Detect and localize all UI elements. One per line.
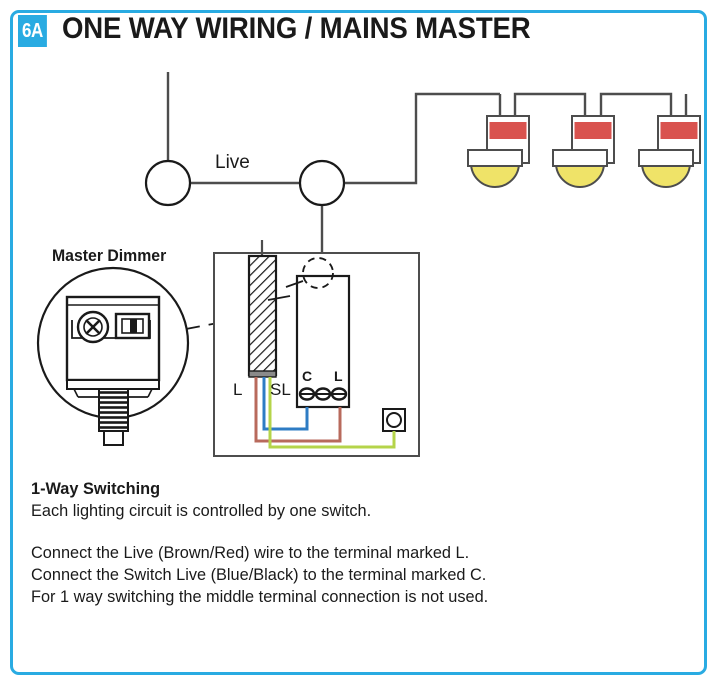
mains-circuit-wiring xyxy=(166,72,500,258)
lamp-feed-run xyxy=(345,92,500,185)
live-label: Live xyxy=(215,152,250,173)
notes-line-3: For 1 way switching the middle terminal … xyxy=(31,587,489,606)
junction-node-left xyxy=(144,159,192,207)
dimmer-knob-indicator xyxy=(302,257,334,289)
master-dimmer-inset xyxy=(36,266,190,446)
lamp-fixture xyxy=(638,115,701,188)
master-dimmer-label: Master Dimmer xyxy=(52,246,167,265)
notes-line-1: Connect the Live (Brown/Red) wire to the… xyxy=(31,543,470,562)
lamp-bus xyxy=(498,92,688,116)
lamp-fixture xyxy=(467,115,530,188)
notes-block: 1-Way Switching Each lighting circuit is… xyxy=(31,478,569,608)
notes-heading: 1-Way Switching xyxy=(31,479,161,498)
earth-wire-green-yellow xyxy=(268,377,396,449)
lamp-fixture xyxy=(552,115,615,188)
switch-live-wire-blue xyxy=(262,377,309,431)
junction-node-right xyxy=(298,159,346,207)
live-wire-brown xyxy=(254,377,342,443)
page-title: ONE WAY WIRING / MAINS MASTER xyxy=(62,12,531,45)
label-load-terminal: L xyxy=(334,368,343,384)
notes-spacer xyxy=(31,522,569,542)
dimmer-module xyxy=(285,257,351,409)
notes-subheading: Each lighting circuit is controlled by o… xyxy=(31,501,372,520)
label-common-terminal: C xyxy=(302,368,313,384)
label-live-terminal: L xyxy=(233,380,243,399)
section-badge: 6A xyxy=(18,15,47,47)
notes-line-2: Connect the Switch Live (Blue/Black) to … xyxy=(31,565,487,584)
terminal-block xyxy=(247,240,291,378)
earth-terminal xyxy=(382,408,406,432)
label-switch-live-terminal: SL xyxy=(270,380,291,399)
